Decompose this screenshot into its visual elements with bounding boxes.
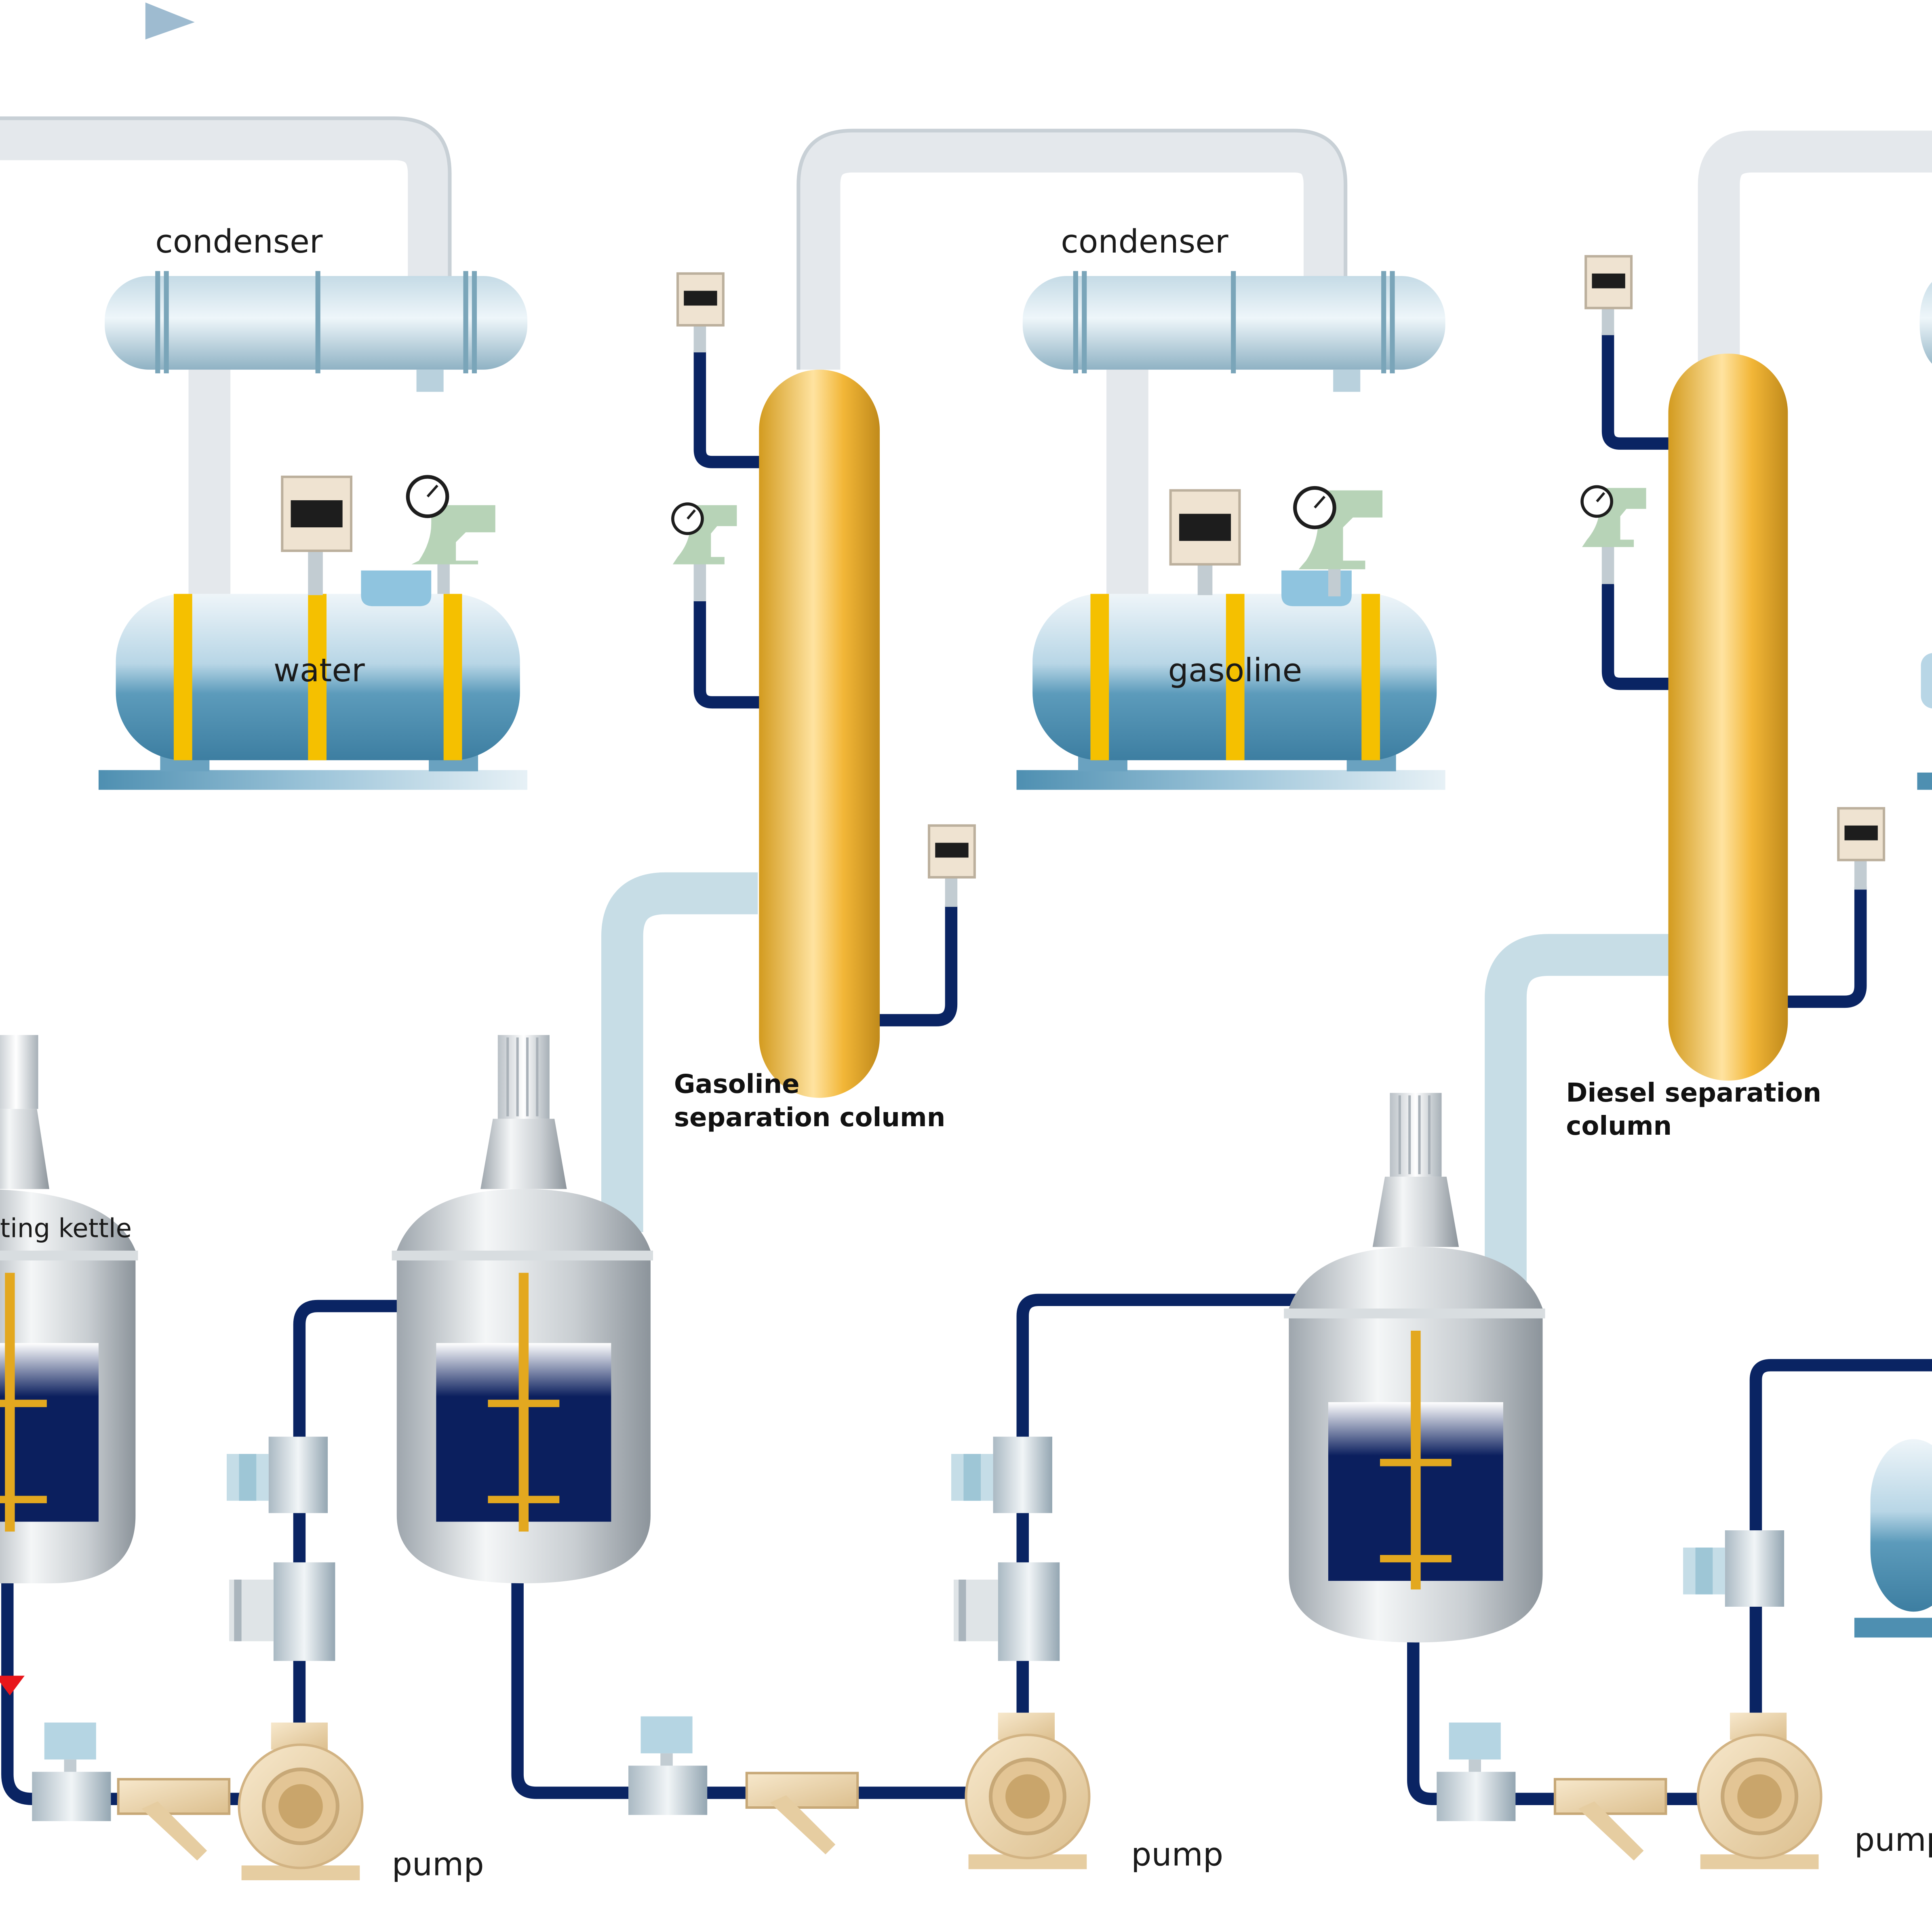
strainer-2 [745,1772,859,1854]
label-tank-gasoline: gasoline [1168,651,1302,689]
tank-gasoline [1016,570,1445,790]
flowmeter-vertical-2 [951,1437,1052,1513]
liquid-pipe-2 [293,1300,403,1731]
diesel-separation-column [1668,354,1788,1081]
label-pump-1: pump [392,1846,484,1883]
label-kettle-partial: ting kettle [0,1214,132,1243]
label-gasoline-column-1: Gasoline [674,1070,800,1100]
label-condenser-2: condenser [1061,223,1228,260]
label-diesel-column-2: column [1566,1111,1672,1141]
vapor-pipe-2 [798,131,1346,370]
liquid-pipe-6 [1749,1359,1932,1731]
valve-vertical-2 [954,1562,1060,1661]
y-strainers [117,1772,1667,1861]
labels: condenser condenser water gasoline Gasol… [0,223,1932,1883]
feed-pipe-2 [1485,934,1670,1306]
flowmeter-horizontal-1 [32,1722,111,1821]
pump-1-body [238,1722,364,1880]
liquid-pipe-1 [1,1534,253,1805]
liquid-pipe-4 [1016,1294,1313,1731]
feed-pipes [601,872,1670,1306]
strainer-3 [1553,1778,1667,1861]
red-flow-marker [0,1675,25,1696]
level-transmitter-2 [1169,489,1241,595]
flowmeter-vertical-3 [1683,1530,1785,1607]
vapor-pipe-3 [1698,131,1932,370]
pressure-gauge-3 [671,502,737,601]
label-pump-2: pump [1131,1835,1223,1873]
condenser-2 [1022,271,1445,392]
kettle-right [1284,1093,1545,1643]
condenser-3-partial [1919,282,1932,364]
horizontal-flowmeters [32,1716,1516,1821]
label-gasoline-column-2: separation column [674,1103,945,1133]
instrument-line-3 [852,899,958,1026]
gasoline-separation-column [759,369,880,1098]
pump-2-body [965,1713,1091,1869]
feed-pipe-1 [601,872,758,1233]
liquid-pipe-5 [1407,1583,1713,1805]
flowmeter-horizontal-3 [1437,1722,1516,1821]
temp-transmitter-1 [676,272,725,353]
valve-vertical-1 [229,1562,335,1661]
vapor-pipe-1 [0,118,450,284]
temp-transmitter-3 [1584,255,1633,335]
flag-triangle [145,2,195,40]
pumps [238,1713,1822,1880]
condenser-1 [105,271,528,392]
instrument-line-5 [1601,579,1692,690]
instrument-line-2 [693,595,783,709]
tank-partial-right [1917,653,1932,790]
kettle-middle [392,1035,653,1584]
instruments [281,255,1886,907]
tank-partial-lower-right [1854,1439,1932,1638]
liquid-pipes [1,327,1932,1805]
pressure-gauge-4 [1580,485,1646,584]
temp-transmitter-4 [1837,807,1886,890]
pressure-gauge-1 [406,475,495,594]
instrument-line-1 [693,345,783,468]
label-tank-water: water [274,651,365,689]
label-condenser-1: condenser [155,223,323,260]
strainer-1 [117,1778,231,1861]
label-pump-3: pump [1854,1821,1932,1858]
pressure-gauge-2 [1293,486,1383,596]
liquid-pipe-3 [511,1534,980,1799]
flowmeter-vertical-1 [227,1437,328,1513]
level-transmitter-1 [281,475,353,595]
pump-3-body [1696,1713,1822,1869]
instrument-line-4 [1601,327,1692,450]
inline-valves [227,1437,1785,1661]
label-diesel-column-1: Diesel separation [1566,1078,1821,1108]
vapor-pipes [0,118,1932,598]
tank-water [98,570,528,790]
instrument-line-6 [1762,881,1867,1008]
temp-transmitter-2 [927,824,976,907]
flowmeter-horizontal-2 [628,1716,708,1815]
kettle-left-partial [0,1035,138,1584]
